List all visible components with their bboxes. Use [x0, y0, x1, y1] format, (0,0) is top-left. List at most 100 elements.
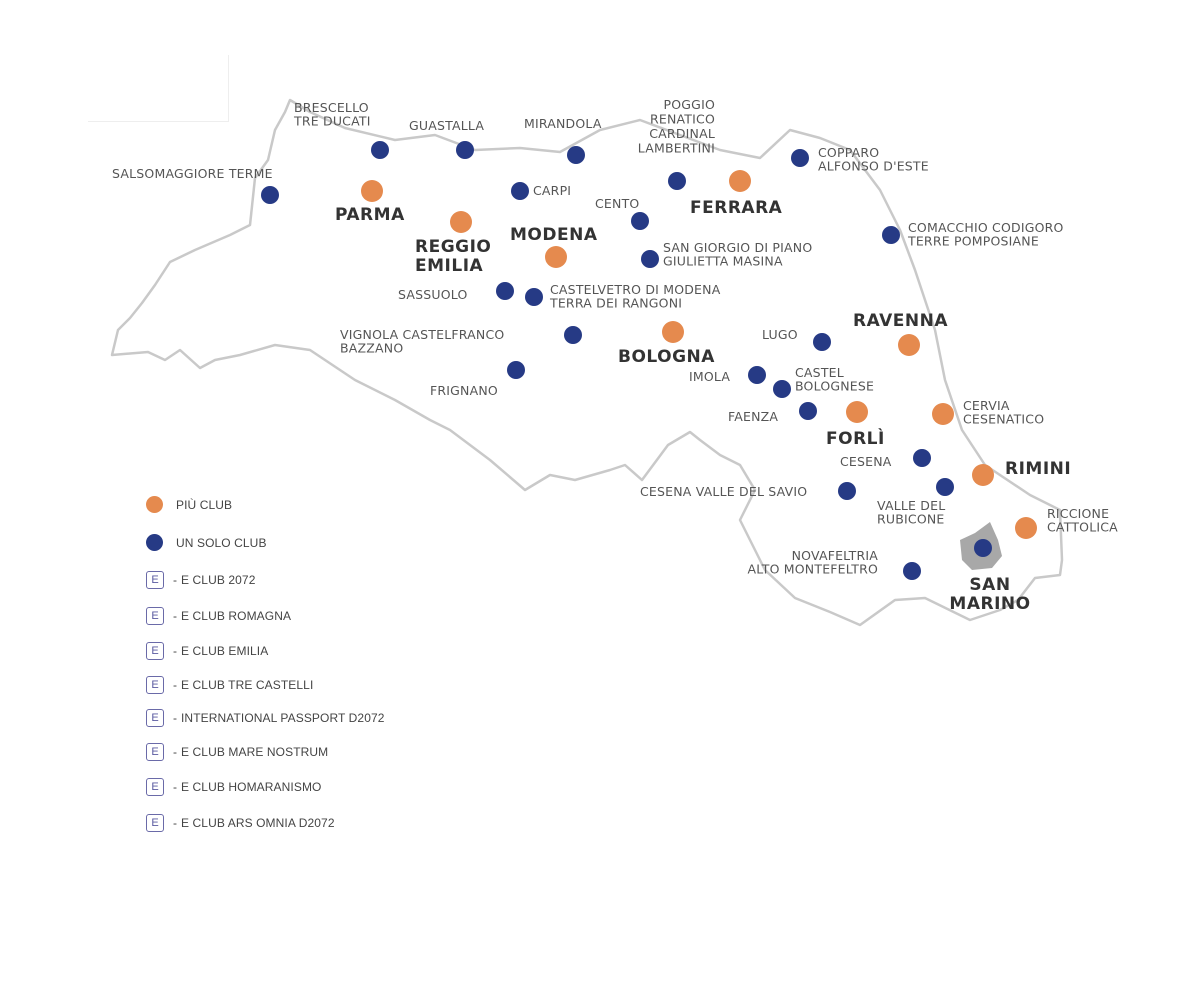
city-label-line: FRIGNANO	[430, 383, 498, 398]
city-bologna: BOLOGNA	[618, 321, 715, 367]
multi-club-marker[interactable]	[972, 464, 994, 486]
single-club-marker[interactable]	[496, 282, 514, 300]
single-club-marker[interactable]	[511, 182, 529, 200]
city-label-line: TERRA DEI RANGONI	[549, 296, 682, 311]
city-label: LUGO	[762, 327, 798, 342]
single-club-marker[interactable]	[371, 141, 389, 159]
city-guastalla: GUASTALLA	[409, 118, 484, 159]
city-label: SALSOMAGGIORE TERME	[112, 166, 273, 181]
single-club-marker[interactable]	[791, 149, 809, 167]
legend-eclub-label: E CLUB MARE NOSTRUM	[181, 745, 329, 759]
multi-club-marker[interactable]	[898, 334, 920, 356]
legend-eclub-row: E - E CLUB ROMAGNA	[146, 607, 291, 625]
city-label: RAVENNA	[853, 311, 948, 331]
city-label-line: REGGIO	[415, 237, 491, 257]
single-club-marker[interactable]	[936, 478, 954, 496]
legend-eclub-row: E - E CLUB TRE CASTELLI	[146, 676, 313, 694]
single-club-marker[interactable]	[564, 326, 582, 344]
city-label: CARPI	[533, 183, 571, 198]
multi-club-marker[interactable]	[846, 401, 868, 423]
legend-eclub-row: E - E CLUB EMILIA	[146, 642, 268, 660]
city-label-line: CENTO	[595, 196, 639, 211]
city-cesenavalle: CESENA VALLE DEL SAVIO	[640, 482, 856, 500]
city-label: MODENA	[510, 225, 598, 245]
city-label-line: CATTOLICA	[1047, 520, 1118, 535]
city-label: PARMA	[335, 205, 405, 225]
city-label-line: SALSOMAGGIORE TERME	[112, 166, 273, 181]
e-badge-icon: E	[146, 743, 164, 761]
single-club-marker[interactable]	[507, 361, 525, 379]
city-label-line: RICCIONE	[1047, 506, 1109, 521]
single-club-marker[interactable]	[261, 186, 279, 204]
legend-eclub-row: E - E CLUB MARE NOSTRUM	[146, 743, 328, 761]
single-club-marker[interactable]	[773, 380, 791, 398]
legend-multi-club: PIÙ CLUB	[146, 496, 232, 513]
legend-multi-label: PIÙ CLUB	[176, 497, 233, 512]
city-label: MIRANDOLA	[524, 116, 602, 131]
legend-single-label: UN SOLO CLUB	[176, 535, 267, 550]
single-club-marker[interactable]	[641, 250, 659, 268]
single-club-marker[interactable]	[631, 212, 649, 230]
city-label-line: GUASTALLA	[409, 118, 484, 133]
city-label-line: SAN	[969, 575, 1010, 595]
city-ferrara: FERRARA	[690, 170, 782, 218]
city-label-line: BOLOGNESE	[795, 379, 874, 394]
e-badge-icon: E	[146, 814, 164, 832]
multi-club-marker[interactable]	[662, 321, 684, 343]
single-club-marker[interactable]	[913, 449, 931, 467]
legend-eclub-row: E - INTERNATIONAL PASSPORT D2072	[146, 709, 385, 727]
legend-single-club: UN SOLO CLUB	[146, 534, 267, 551]
legend-eclub-label: INTERNATIONAL PASSPORT D2072	[181, 711, 385, 725]
single-club-marker[interactable]	[456, 141, 474, 159]
single-club-marker[interactable]	[813, 333, 831, 351]
city-label-line: MARINO	[949, 594, 1030, 614]
city-label-line: ALTO MONTEFELTRO	[748, 562, 878, 577]
legend-eclub-label: E CLUB 2072	[181, 573, 256, 587]
single-club-marker[interactable]	[525, 288, 543, 306]
city-label-line: RENATICO	[650, 112, 715, 127]
single-club-marker[interactable]	[567, 146, 585, 164]
single-club-marker[interactable]	[882, 226, 900, 244]
region-outline	[110, 98, 1064, 627]
city-label-line: TRE DUCATI	[293, 114, 371, 129]
single-club-marker[interactable]	[838, 482, 856, 500]
city-label-line: CARDINAL	[649, 126, 715, 141]
city-label-line: CASTELVETRO DI MODENA	[550, 282, 721, 297]
city-label-line: CASTEL	[795, 365, 844, 380]
city-label-line: VALLE DEL	[877, 498, 945, 513]
city-label-line: RIMINI	[1005, 459, 1071, 479]
city-label: IMOLA	[689, 369, 730, 384]
city-label: RIMINI	[1005, 459, 1071, 479]
city-faenza: FAENZA	[728, 402, 817, 424]
city-label-line: FAENZA	[728, 409, 778, 424]
single-club-marker[interactable]	[799, 402, 817, 420]
city-imola: IMOLA	[689, 366, 766, 384]
city-label-line: FORLÌ	[826, 427, 885, 449]
e-badge-icon: E	[146, 607, 164, 625]
city-label-line: GIULIETTA MASINA	[663, 254, 783, 269]
single-club-marker[interactable]	[668, 172, 686, 190]
multi-club-marker[interactable]	[545, 246, 567, 268]
single-club-marker[interactable]	[974, 539, 992, 557]
multi-club-marker[interactable]	[361, 180, 383, 202]
city-label-line: PARMA	[335, 205, 405, 225]
city-label: CESENA	[840, 454, 892, 469]
multi-club-marker[interactable]	[1015, 517, 1037, 539]
city-label-line: IMOLA	[689, 369, 730, 384]
city-label: FRIGNANO	[430, 383, 498, 398]
single-club-marker[interactable]	[748, 366, 766, 384]
multi-club-marker[interactable]	[450, 211, 472, 233]
single-club-marker[interactable]	[903, 562, 921, 580]
e-badge-icon: E	[146, 778, 164, 796]
multi-club-marker[interactable]	[932, 403, 954, 425]
city-label-line: LAMBERTINI	[638, 141, 715, 156]
multi-club-marker[interactable]	[729, 170, 751, 192]
